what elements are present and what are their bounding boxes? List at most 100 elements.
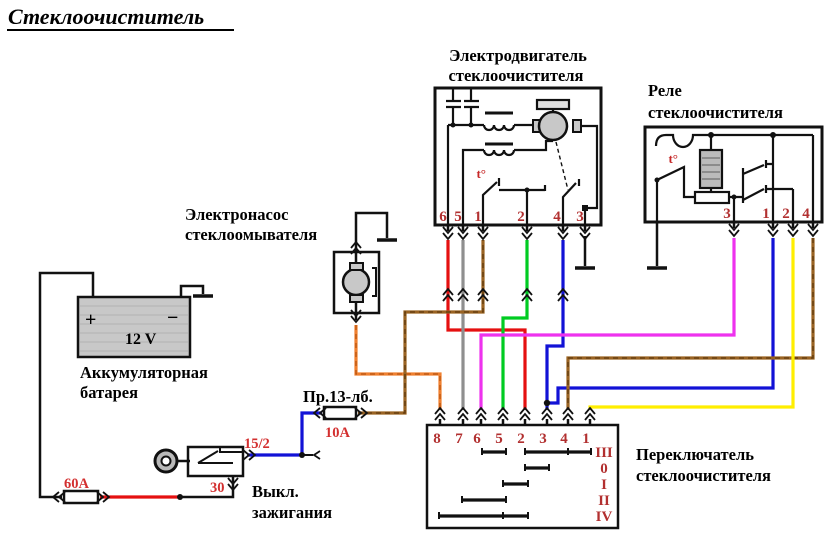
pump-bracket	[372, 267, 377, 297]
wire-motor2-switch5-green	[501, 240, 529, 410]
wire-pump-switch8-orange	[354, 325, 442, 410]
fuse-body	[62, 489, 100, 505]
wire-relay4-switch4-brown	[566, 238, 815, 410]
switch-pos-IV: IV	[596, 509, 613, 525]
motor-pin-3: 3	[576, 209, 584, 225]
battery-plus: +	[85, 309, 96, 331]
switch-box	[425, 423, 620, 530]
pump-brush-bottom	[349, 294, 364, 303]
switch-pos-II: II	[598, 493, 610, 509]
motor-box	[433, 86, 603, 227]
switch-pos-III: III	[595, 445, 613, 461]
switch-pin-5: 5	[495, 431, 503, 447]
ignition-30-wire	[180, 476, 235, 499]
wire-relay3-switch6-magenta	[479, 238, 736, 410]
wiper-switch: 8 7 6 5 2 3 4 1 III 0 I II IV Переключат…	[425, 407, 771, 530]
battery-feed-wire	[38, 271, 95, 499]
fuse-13-rating: 10А	[325, 425, 351, 441]
terminal-30-label: 30	[210, 480, 225, 496]
battery-body	[76, 295, 192, 359]
motor-bracket	[535, 98, 571, 111]
ignition-contact	[197, 446, 243, 464]
fuse-body	[322, 405, 358, 421]
motor-pin-6: 6	[439, 209, 447, 225]
wire-motor4-switch3-blue	[545, 240, 565, 410]
washer-pump: Электронасос стеклоомывателя	[185, 205, 397, 323]
wire-fuse13-motor1-brown	[358, 240, 485, 415]
motor-pin-5: 5	[454, 209, 462, 225]
motor-pin-4: 4	[553, 209, 561, 225]
battery: + − 12 V Аккумуляторная батарея	[38, 271, 213, 499]
ignition-switch: 15/2 30 Выкл. зажигания	[153, 436, 332, 522]
connector-icon	[312, 450, 321, 460]
fuse-13: Пр.13-лб. 10А	[303, 387, 373, 441]
junction-dot	[450, 122, 456, 128]
pump-ground-wire	[354, 211, 389, 263]
key-icon-center	[160, 455, 172, 467]
motor-thermal-label: t°	[476, 166, 486, 181]
switch-pin-4: 4	[560, 431, 568, 447]
ignition-label-line1: Выкл.	[252, 482, 299, 501]
relay-coil-hatch	[702, 157, 720, 180]
switch-pin-8: 8	[433, 431, 441, 447]
relay-label-line1: Реле	[648, 81, 682, 100]
battery-label-line1: Аккумуляторная	[80, 363, 208, 382]
junction-dot	[708, 132, 714, 138]
relay-pin-3: 3	[723, 206, 731, 222]
relay-coil	[698, 148, 724, 190]
relay-pin-1: 1	[762, 206, 770, 222]
wire-relay2-switch1-yellow	[588, 238, 795, 410]
wire-ignition15-fuse13-blue	[247, 411, 322, 457]
switch-label-line2: стеклоочистителя	[636, 466, 771, 485]
switch-pin-6: 6	[473, 431, 481, 447]
junction-dot	[770, 132, 776, 138]
motor-label-line1: Электродвигатель	[449, 46, 587, 65]
battery-texture	[80, 305, 188, 352]
junction-dot	[582, 205, 588, 211]
wire-motor6-switch2-red	[446, 240, 527, 410]
switch-pin-connectors	[434, 407, 596, 425]
motor-pin-2: 2	[517, 209, 525, 225]
junction-dot	[524, 187, 530, 193]
switch-pin-3: 3	[539, 431, 547, 447]
battery-voltage: 12 V	[125, 331, 157, 348]
relay-resistor	[693, 190, 731, 205]
wire-relay1-junction-blue	[549, 238, 775, 405]
fuse-60a: 60А	[52, 476, 110, 505]
junction-dot	[654, 177, 660, 183]
pump-label-line1: Электронасос	[185, 205, 288, 224]
switch-pin-7: 7	[455, 431, 463, 447]
pump-label-line2: стеклоомывателя	[185, 225, 317, 244]
terminal-15-2-label: 15/2	[244, 436, 270, 452]
switch-pos-0: 0	[600, 461, 608, 477]
junction-dot	[468, 122, 474, 128]
ignition-label-line2: зажигания	[252, 503, 332, 522]
mechanical-link	[555, 141, 569, 191]
motor-pin-1: 1	[474, 209, 482, 225]
switch-pos-I: I	[601, 477, 607, 493]
relay-thermal-label: t°	[668, 151, 678, 166]
motor-tab-right	[572, 119, 582, 133]
wiper-relay: Реле стеклоочистителя t° 3 1 2 4	[643, 81, 824, 270]
relay-pin-4: 4	[802, 206, 810, 222]
switch-bar-ticks	[438, 448, 592, 519]
ignition-box	[186, 445, 245, 478]
battery-ground-wire	[179, 284, 205, 297]
motor-pin-connectors	[442, 225, 591, 240]
switch-pin-2: 2	[517, 431, 525, 447]
wiper-motor: Электродвигатель стеклоочистителя	[433, 46, 603, 302]
relay-pin-connectors	[728, 222, 819, 237]
fuse-60a-rating: 60А	[64, 476, 90, 492]
pump-motor-icon	[341, 267, 371, 297]
pump-brush-top	[349, 262, 364, 271]
junction-dot	[543, 399, 551, 407]
battery-label-line2: батарея	[80, 383, 138, 402]
switch-pin-1: 1	[582, 431, 590, 447]
motor-internals	[446, 88, 599, 225]
fuse-13-name: Пр.13-лб.	[303, 387, 373, 406]
junction-dot	[731, 194, 737, 200]
switch-label-line1: Переключатель	[636, 445, 754, 464]
battery-minus: −	[167, 307, 178, 329]
